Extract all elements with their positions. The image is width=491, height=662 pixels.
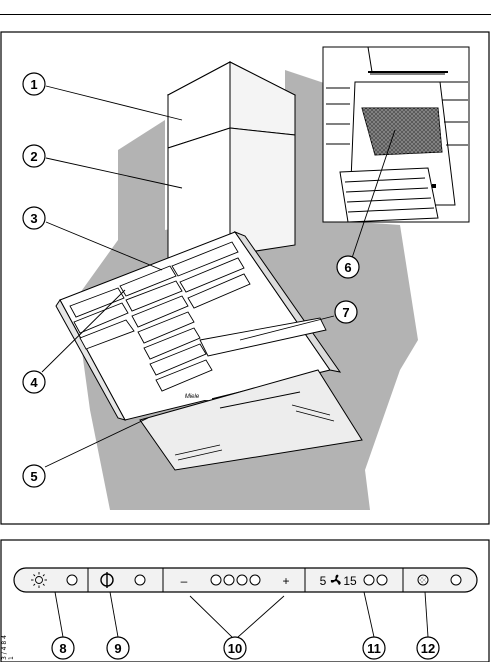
callout-12: 12 xyxy=(417,637,439,659)
fan-level-2 xyxy=(224,575,234,585)
hood-brand-mark: Miele xyxy=(185,394,200,400)
callout-6-label: 6 xyxy=(344,260,351,275)
callout-12-label: 12 xyxy=(421,641,435,656)
callout-1: 1 xyxy=(23,73,45,95)
callout-9: 9 xyxy=(107,637,129,659)
callout-9-label: 9 xyxy=(114,641,121,656)
callout-7: 7 xyxy=(335,301,357,323)
callout-4-label: 4 xyxy=(30,375,38,390)
callout-3-label: 3 xyxy=(30,211,37,226)
callout-3: 3 xyxy=(23,207,45,229)
callout-8-label: 8 xyxy=(59,641,66,656)
filter-icon xyxy=(418,575,428,585)
callout-8: 8 xyxy=(52,637,74,659)
fan-level-4 xyxy=(250,575,260,585)
filter-indicator xyxy=(451,575,461,585)
light-indicator xyxy=(67,575,77,585)
callout-5: 5 xyxy=(23,465,45,487)
callout-11-label: 11 xyxy=(367,641,381,656)
callout-7-label: 7 xyxy=(342,305,349,320)
fan-level-1 xyxy=(211,575,221,585)
callout-6: 6 xyxy=(337,256,359,278)
callout-5-label: 5 xyxy=(30,469,37,484)
timer-indicator-2 xyxy=(377,575,387,585)
inset-detail xyxy=(323,47,469,222)
callout-10: 10 xyxy=(224,637,246,659)
callout-11: 11 xyxy=(363,637,385,659)
callout-2: 2 xyxy=(23,145,45,167)
plus-button[interactable]: + xyxy=(282,574,289,588)
timer-5-label: 5 xyxy=(320,574,327,588)
minus-button[interactable]: – xyxy=(181,574,188,588)
callout-10-label: 10 xyxy=(228,641,242,656)
power-indicator xyxy=(135,575,145,585)
fan-level-3 xyxy=(237,575,247,585)
timer-15-label: 15 xyxy=(343,574,357,588)
callout-1-label: 1 xyxy=(30,77,37,92)
timer-indicator-1 xyxy=(364,575,374,585)
callout-2-label: 2 xyxy=(30,149,37,164)
callout-4: 4 xyxy=(23,371,45,393)
side-mark: 3 / 4 8 4 1 xyxy=(1,630,11,660)
